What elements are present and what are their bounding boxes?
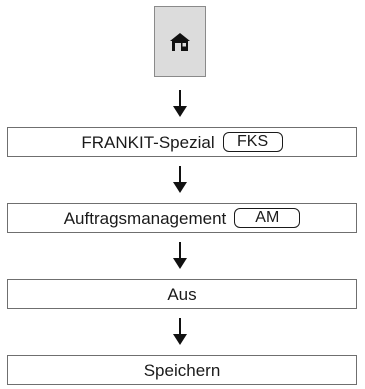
step-speichern: Speichern: [7, 355, 357, 385]
home-icon: [169, 32, 191, 52]
down-arrow-icon: [173, 242, 187, 270]
home-button[interactable]: [154, 6, 206, 77]
step-auftragsmanagement: Auftragsmanagement AM: [7, 203, 357, 233]
key-am: AM: [234, 208, 301, 228]
down-arrow-icon: [173, 90, 187, 118]
step-label: Auftragsmanagement: [63, 208, 227, 228]
down-arrow-icon: [173, 318, 187, 346]
step-aus: Aus: [7, 279, 357, 309]
step-frankit-spezial: FRANKIT-Spezial FKS: [7, 127, 357, 157]
down-arrow-icon: [173, 166, 187, 194]
key-fks: FKS: [222, 132, 283, 152]
step-label: Aus: [167, 284, 197, 304]
step-label: FRANKIT-Spezial: [81, 132, 215, 152]
step-label: Speichern: [143, 360, 221, 380]
